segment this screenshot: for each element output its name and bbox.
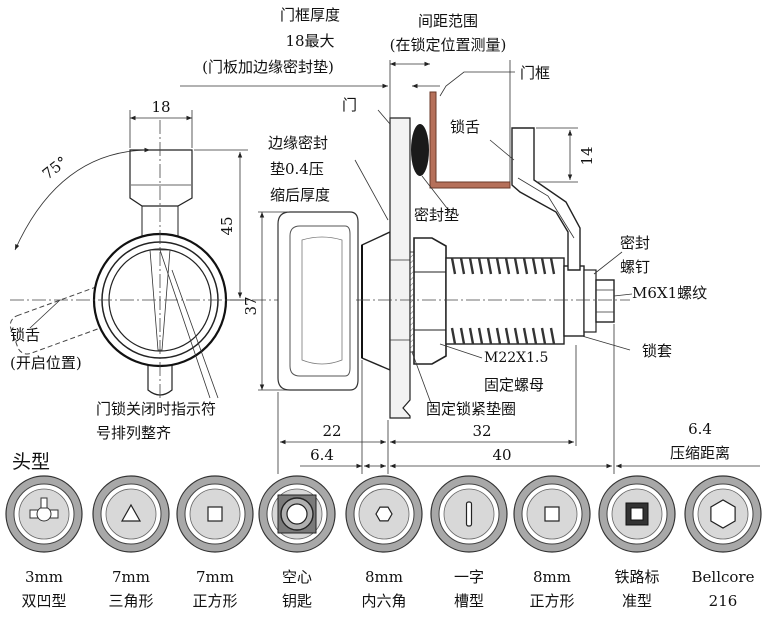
head-type-8: Bellcore 216 <box>684 475 762 610</box>
label-indicator-2: 号排列整齐 <box>96 424 171 442</box>
head-types-title: 头型 <box>12 451 50 473</box>
label-edge-seal-1: 边缘密封 <box>268 134 328 152</box>
bottom-dimensions <box>277 324 760 474</box>
head-type-1: 7mm 三角形 <box>92 475 170 610</box>
seal-gasket <box>411 124 429 176</box>
dim-compress-distance: 压缩距离 <box>670 444 730 462</box>
head-type-label-5-line1: 一字 <box>454 568 484 586</box>
label-lock-sleeve: 锁套 <box>642 342 672 360</box>
dim-40: 40 <box>492 446 511 464</box>
head-type-label-0-line1: 3mm <box>25 568 63 586</box>
head-type-0: 3mm 双凹型 <box>5 475 83 610</box>
dim-14: 14 <box>578 146 596 165</box>
label-spacing-range-2: (在锁定位置测量) <box>390 36 507 54</box>
head-type-label-3-line1: 空心 <box>282 568 312 586</box>
dim-6-4-right: 6.4 <box>688 420 712 438</box>
dim-37: 37 <box>242 296 260 315</box>
lock-sleeve <box>563 265 585 337</box>
label-tongue: 锁舌 <box>450 118 480 136</box>
head-type-6: 8mm 正方形 <box>513 475 591 610</box>
door-panel <box>389 117 411 419</box>
label-nut-2: 固定螺母 <box>484 376 544 394</box>
label-door-frame-thickness-1: 门框厚度 <box>280 6 340 24</box>
label-washer: 固定锁紧垫圈 <box>426 400 516 418</box>
label-door: 门 <box>342 96 357 114</box>
head-type-label-0-line2: 双凹型 <box>21 592 66 610</box>
head-type-label-8-line2: 216 <box>709 592 738 610</box>
bellcore-hex-icon <box>710 499 736 529</box>
head-type-label-1-line2: 三角形 <box>108 592 153 610</box>
label-nut-1: M22X1.5 <box>484 350 548 366</box>
head-type-label-7-line2: 准型 <box>622 592 652 610</box>
dim-6-4-left: 6.4 <box>310 446 334 464</box>
label-edge-seal-3: 缩后厚度 <box>270 186 330 204</box>
dim-45: 45 <box>218 216 236 235</box>
mounting-nut <box>413 237 447 365</box>
label-indicator-1: 门锁关闭时指示符 <box>96 400 216 418</box>
label-tongue-open-2: (开启位置) <box>10 354 82 372</box>
front-view <box>9 110 390 400</box>
dim-22: 22 <box>322 422 341 440</box>
seal-screw <box>595 279 615 323</box>
section-view <box>180 60 633 419</box>
dim-32: 32 <box>472 422 491 440</box>
head-type-4: 8mm 内六角 <box>345 475 423 610</box>
hollow-key-icon <box>277 494 317 534</box>
hex-socket-icon <box>375 506 393 522</box>
tongue-bracket <box>511 127 581 271</box>
label-door-frame-thickness-2: 18最大 <box>285 32 334 50</box>
label-thread: M6X1螺纹 <box>632 284 707 302</box>
head-side-profile <box>258 211 359 391</box>
labels: 门框厚度 18最大 (门板加边缘密封垫) 间距范围 (在锁定位置测量) 门框 门… <box>10 6 707 473</box>
head-type-label-1-line1: 7mm <box>112 568 150 586</box>
tongue-top <box>129 149 193 207</box>
label-tongue-open-1: 锁舌 <box>10 326 40 344</box>
dim-18: 18 <box>151 98 170 116</box>
head-type-label-8-line1: Bellcore <box>692 568 755 586</box>
thread-pattern <box>450 257 556 345</box>
head-type-label-4-line2: 内六角 <box>361 592 406 610</box>
head-type-label-7-line1: 铁路标 <box>614 568 659 586</box>
railway-square-icon <box>625 502 649 526</box>
head-type-label-3-line2: 钥匙 <box>282 592 312 610</box>
door-frame <box>429 91 511 189</box>
square-icon <box>207 506 223 522</box>
label-door-frame: 门框 <box>520 64 550 82</box>
triangle-icon <box>120 503 142 522</box>
label-seal-screw-1: 密封 <box>620 234 650 252</box>
label-door-frame-thickness-3: (门板加边缘密封垫) <box>202 58 334 76</box>
label-seal: 密封垫 <box>414 206 459 224</box>
head-type-label-6-line1: 8mm <box>533 568 571 586</box>
label-edge-seal-2: 垫0.4压 <box>270 160 324 178</box>
slot-icon <box>465 501 473 527</box>
tongue-open-position <box>9 277 142 355</box>
label-spacing-range-1: 间距范围 <box>418 12 478 30</box>
double-groove-icon <box>29 497 59 522</box>
head-type-label-2-line1: 7mm <box>196 568 234 586</box>
head-type-label-2-line2: 正方形 <box>192 592 237 610</box>
square-icon <box>544 506 560 522</box>
head-type-label-6-line2: 正方形 <box>529 592 574 610</box>
head-type-2: 7mm 正方形 <box>176 475 254 610</box>
label-seal-screw-2: 螺钉 <box>620 258 650 276</box>
head-type-label-4-line1: 8mm <box>365 568 403 586</box>
head-type-label-5-line2: 槽型 <box>454 592 484 610</box>
